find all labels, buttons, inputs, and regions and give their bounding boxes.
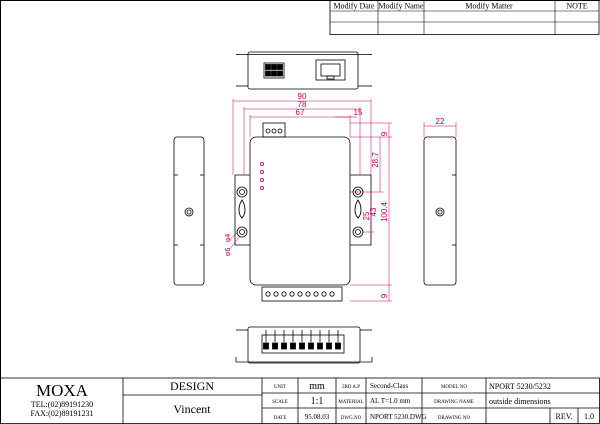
dim-phi-4: φ4 — [225, 234, 232, 243]
front-view — [234, 122, 372, 302]
rev-label: REV. — [556, 412, 573, 421]
dim-phi-6: φ6 — [225, 248, 232, 257]
dim-15: 15 — [354, 108, 363, 117]
rev-header-date: Modify Date — [333, 2, 375, 11]
drawing-name-label: DRAWING NAME — [434, 400, 474, 405]
dwg-value: NPORT 5230.DWG — [370, 413, 427, 421]
left-side-view — [173, 136, 205, 286]
material-label: MATERIAL — [338, 400, 363, 405]
rev-header-note: NOTE — [566, 2, 587, 11]
dim-78: 78 — [298, 100, 307, 109]
rev-header-matter: Modify Matter — [465, 2, 513, 11]
model-label: MODEL NO — [441, 385, 467, 390]
company-fax: FAX:(02)89191231 — [31, 409, 94, 418]
dim-bottom-9: 9 — [380, 293, 389, 298]
rev-header-name: Modify Name — [378, 2, 424, 11]
drawing-name-value: outside dimensions — [489, 397, 551, 406]
date-label: DATE — [274, 416, 287, 421]
drawing-no-label: DRAWING NO — [438, 416, 471, 421]
date-value: 95.08.03 — [305, 413, 330, 421]
scale-label: SCALE — [272, 400, 288, 405]
revision-table: Modify Date Modify Name Modify Matter NO… — [329, 0, 600, 35]
company-tel: TEL:(02)89191230 — [31, 400, 93, 409]
dim-25: 25 — [362, 211, 371, 220]
model-value: NPORT 5230/5232 — [489, 382, 551, 391]
dim-100-4: 100.4 — [380, 201, 389, 222]
bottom-view — [235, 326, 373, 364]
top-view — [236, 51, 372, 90]
dim-28-7: 28.7 — [371, 152, 380, 168]
design-label: DESIGN — [170, 379, 214, 393]
dim-43: 43 — [369, 207, 378, 216]
dwg-label: DWG.NO — [341, 416, 362, 421]
dim-90: 90 — [298, 92, 307, 101]
right-side-view — [423, 136, 457, 286]
front-dimensions — [228, 99, 457, 302]
dim-22: 22 — [436, 117, 445, 126]
designer-name: Vincent — [173, 402, 211, 416]
projection-value: Second-Class — [370, 382, 408, 390]
dim-top-9: 9 — [380, 131, 389, 136]
unit-value: mm — [309, 381, 325, 392]
material-value: AL T=1.0 mm — [370, 397, 411, 405]
company-logo-text: MOXA — [36, 381, 89, 400]
rev-value: 1.0 — [584, 412, 594, 421]
scale-value: 1:1 — [311, 396, 324, 407]
unit-label: UNIT — [274, 385, 286, 390]
dim-67: 67 — [296, 108, 305, 117]
projection-label: 3RD A.P — [342, 385, 360, 390]
